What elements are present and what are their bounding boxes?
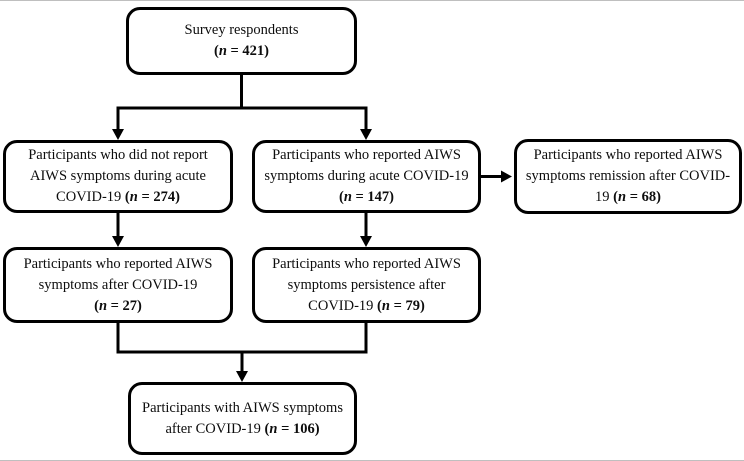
node-label: Participants who reported AIWS symptoms … (272, 255, 461, 314)
node-survey-respondents: Survey respondents (n = 421) (126, 7, 357, 75)
node-label: Participants who reported AIWS symptoms … (23, 255, 213, 314)
node-label: Participants who did not report AIWS sym… (28, 147, 208, 205)
figure-border-top (0, 0, 744, 1)
node-no-aiws-during-acute: Participants who did not report AIWS sym… (3, 140, 233, 213)
node-label: Participants who reported AIWS symptoms … (525, 147, 731, 205)
node-label: Participants who reported AIWS symptoms … (264, 147, 469, 205)
node-label: Participants with AIWS symptoms after CO… (142, 399, 343, 437)
node-aiws-after-covid: Participants who reported AIWS symptoms … (3, 247, 233, 323)
node-aiws-persistence: Participants who reported AIWS symptoms … (252, 247, 481, 323)
node-aiws-after-covid-total: Participants with AIWS symptoms after CO… (128, 382, 357, 455)
node-aiws-during-acute: Participants who reported AIWS symptoms … (252, 140, 481, 213)
connector-lines (116, 75, 502, 372)
node-aiws-remission: Participants who reported AIWS symptoms … (514, 139, 742, 214)
node-label: Survey respondents (n = 421) (184, 22, 299, 59)
